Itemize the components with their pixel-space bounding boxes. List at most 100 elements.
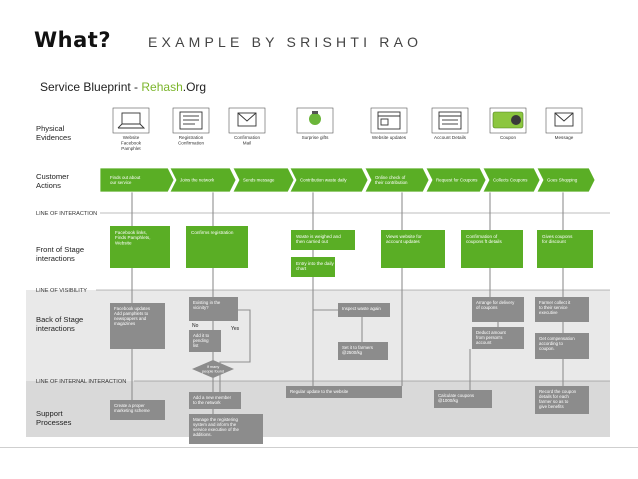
back-stage-box	[472, 297, 524, 322]
decision-diamond-line-2: people found	[202, 370, 224, 374]
text-line: @1000/kg	[438, 398, 459, 403]
envelope-flap	[237, 112, 257, 122]
blueprint-title-brand: Rehash	[141, 80, 183, 94]
support-box	[189, 392, 241, 409]
decision-yes-label: Yes	[231, 326, 240, 332]
text-line: Get compensation	[539, 336, 575, 341]
text-line: Existing in the	[193, 300, 221, 305]
laptop-base	[117, 123, 146, 129]
text-line: account	[476, 340, 492, 345]
text-line: Add a new member	[193, 395, 232, 400]
lane-label-customer-line-2: Actions	[36, 181, 61, 190]
decision-no-label: No	[192, 323, 199, 329]
text-line: details for each	[539, 394, 569, 399]
text-line: newspapers and	[114, 316, 147, 321]
front-stage-label: Confirms registration	[191, 230, 234, 235]
customer-action-chevron	[482, 167, 541, 193]
front-stage-box	[291, 257, 335, 277]
lane-label-support-line-1: Support	[36, 409, 63, 418]
text-line: Pamphlet	[121, 146, 141, 151]
text-line: @2500/kg	[342, 350, 363, 355]
blueprint-title-prefix: Service Blueprint -	[40, 80, 142, 94]
text-line: Create a proper	[114, 403, 145, 408]
front-stage-box	[186, 226, 248, 268]
text-line: Confirmation	[178, 140, 204, 145]
envelope-body	[237, 112, 257, 127]
evidence-label: Website updates	[372, 135, 407, 140]
lane-label-physical-line-2: Evidences	[36, 133, 71, 142]
gift-bag	[309, 113, 321, 125]
text-line: according to	[539, 341, 563, 346]
support-box	[434, 390, 492, 408]
text-line: Sends message	[243, 178, 275, 183]
lane-label-support-line-2: Processes	[36, 418, 72, 427]
evidence-label: Account Details	[434, 135, 467, 140]
gift-handle	[312, 111, 318, 114]
evidence-icon-details	[117, 111, 574, 130]
text-line: Manage the registering	[193, 417, 238, 422]
customer-action-chevron	[364, 167, 430, 193]
text-line: executive	[539, 310, 558, 315]
text-line: farmer so as to	[539, 399, 569, 404]
decision-diamond-line-1: If many	[207, 365, 220, 369]
text-line: vicinity?	[193, 305, 209, 310]
front-stage-label: Facebook links,Finds Pamphlets,Website	[115, 230, 151, 245]
text-line: from person's	[476, 335, 503, 340]
line-of-visibility-label: LINE OF VISIBILITY	[36, 288, 87, 294]
front-stage-box	[291, 230, 355, 250]
customer-action-label: Goes Shopping	[547, 178, 578, 183]
text-line: system and inform the	[193, 422, 237, 427]
text-line: to the network	[193, 400, 221, 405]
lane-label-back-line-2: interactions	[36, 324, 75, 333]
text-line: Confirmation of	[466, 234, 498, 239]
text-line: Record the coupon	[539, 389, 577, 394]
back-stage-box	[338, 303, 390, 317]
webpage-frame	[377, 111, 401, 130]
text-line: list	[193, 343, 199, 348]
evidence-label: Coupon	[500, 135, 517, 140]
support-box	[286, 386, 402, 398]
text-line: Contribution waste daily	[300, 178, 347, 183]
support-label: Regular update to the website	[290, 389, 349, 394]
text-line: Online check of	[375, 175, 406, 180]
customer-action-chevron	[289, 167, 369, 193]
text-line: Inspect waste again	[342, 306, 381, 311]
front-stage-box	[461, 230, 523, 268]
coupon-seal	[511, 115, 521, 125]
text-line: coupons ft details	[466, 239, 502, 244]
text-line: magazines	[114, 321, 136, 326]
back-stage-label: Set it to farmers@2500/kg	[342, 345, 374, 355]
text-line: Coupon	[500, 135, 517, 140]
blueprint-title-suffix: .Org	[182, 80, 207, 94]
text-line: Website updates	[372, 135, 407, 140]
text-line: Facebook	[121, 140, 142, 145]
customer-action-label: Collects Coupons	[493, 178, 528, 183]
text-line: Waste is weighed and	[296, 234, 341, 239]
text-line: Confirmation	[234, 135, 260, 140]
front-stage-box	[537, 230, 593, 268]
laptop-icon	[112, 107, 150, 134]
line-of-internal-interaction-label: LINE OF INTERNAL INTERACTION	[36, 379, 126, 385]
text-line: Entry into the daily	[296, 261, 334, 266]
text-line: Website	[115, 240, 132, 245]
